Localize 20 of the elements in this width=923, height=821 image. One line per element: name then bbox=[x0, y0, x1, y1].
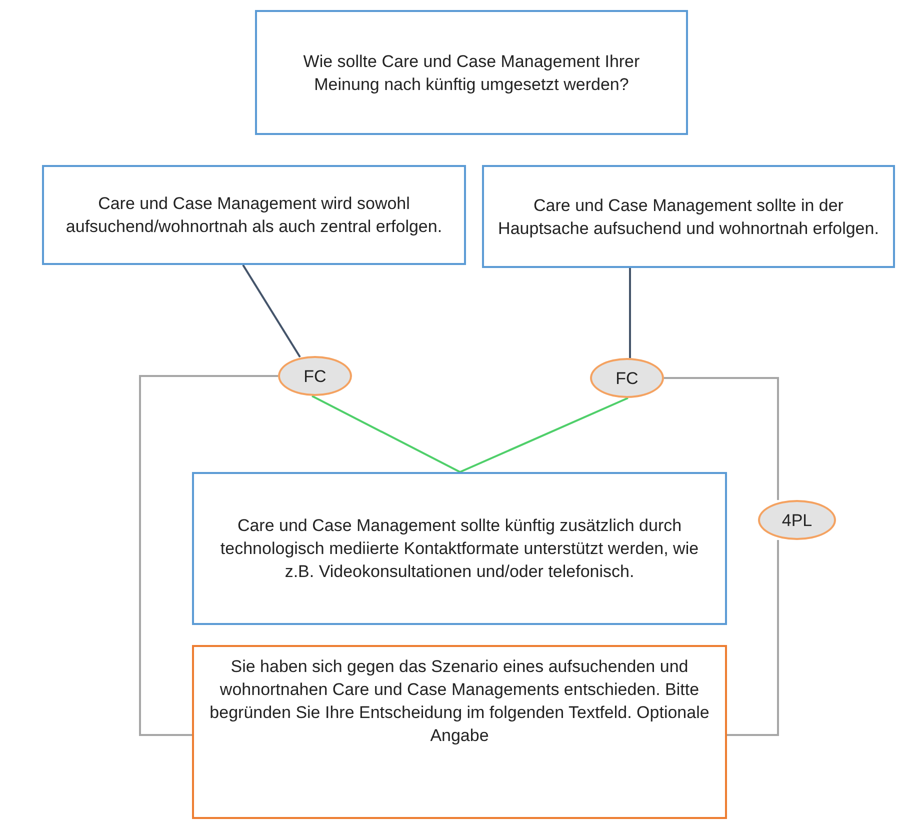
connector-line bbox=[727, 540, 779, 736]
node-text: FC bbox=[616, 368, 638, 390]
connector-line bbox=[629, 268, 631, 358]
text-box bbox=[192, 472, 727, 625]
text-box bbox=[482, 165, 895, 268]
node-text: FC bbox=[304, 366, 326, 388]
node-text: Wie sollte Care und Case Management Ihrer Meinung nach künftig umgesetzt werden? bbox=[302, 50, 641, 96]
connector-line bbox=[460, 397, 628, 473]
text-box bbox=[192, 645, 727, 819]
text-box bbox=[42, 165, 466, 265]
connector-line bbox=[312, 395, 460, 473]
node-text: Care und Case Management sollte in der Hauptsache aufsuchend und wohnortnah erfolgen. bbox=[498, 194, 879, 240]
text-box bbox=[255, 10, 688, 135]
connector-line bbox=[242, 264, 301, 358]
connector-line bbox=[664, 377, 779, 500]
connector-line bbox=[139, 375, 278, 736]
node-text: 4PL bbox=[782, 510, 812, 532]
node-text: Care und Case Management sollte künftig zusätzlich durch technologisch mediierte Kontaktformate unterstützt werden, wie z.B. Videokonsultationen und/oder telefonisch. bbox=[219, 515, 700, 583]
node-text: Care und Case Management wird sowohl aufsuchend/wohnortnah als auch zentral erfolgen. bbox=[64, 193, 444, 238]
node-text: Sie haben sich gegen das Szenario eines aufsuchenden und wohnortnahen Care und Case Managements entschieden. Bitte begründen Sie Ihre Entscheidung im folgenden Textfeld. Optionale Angabe bbox=[208, 656, 710, 747]
